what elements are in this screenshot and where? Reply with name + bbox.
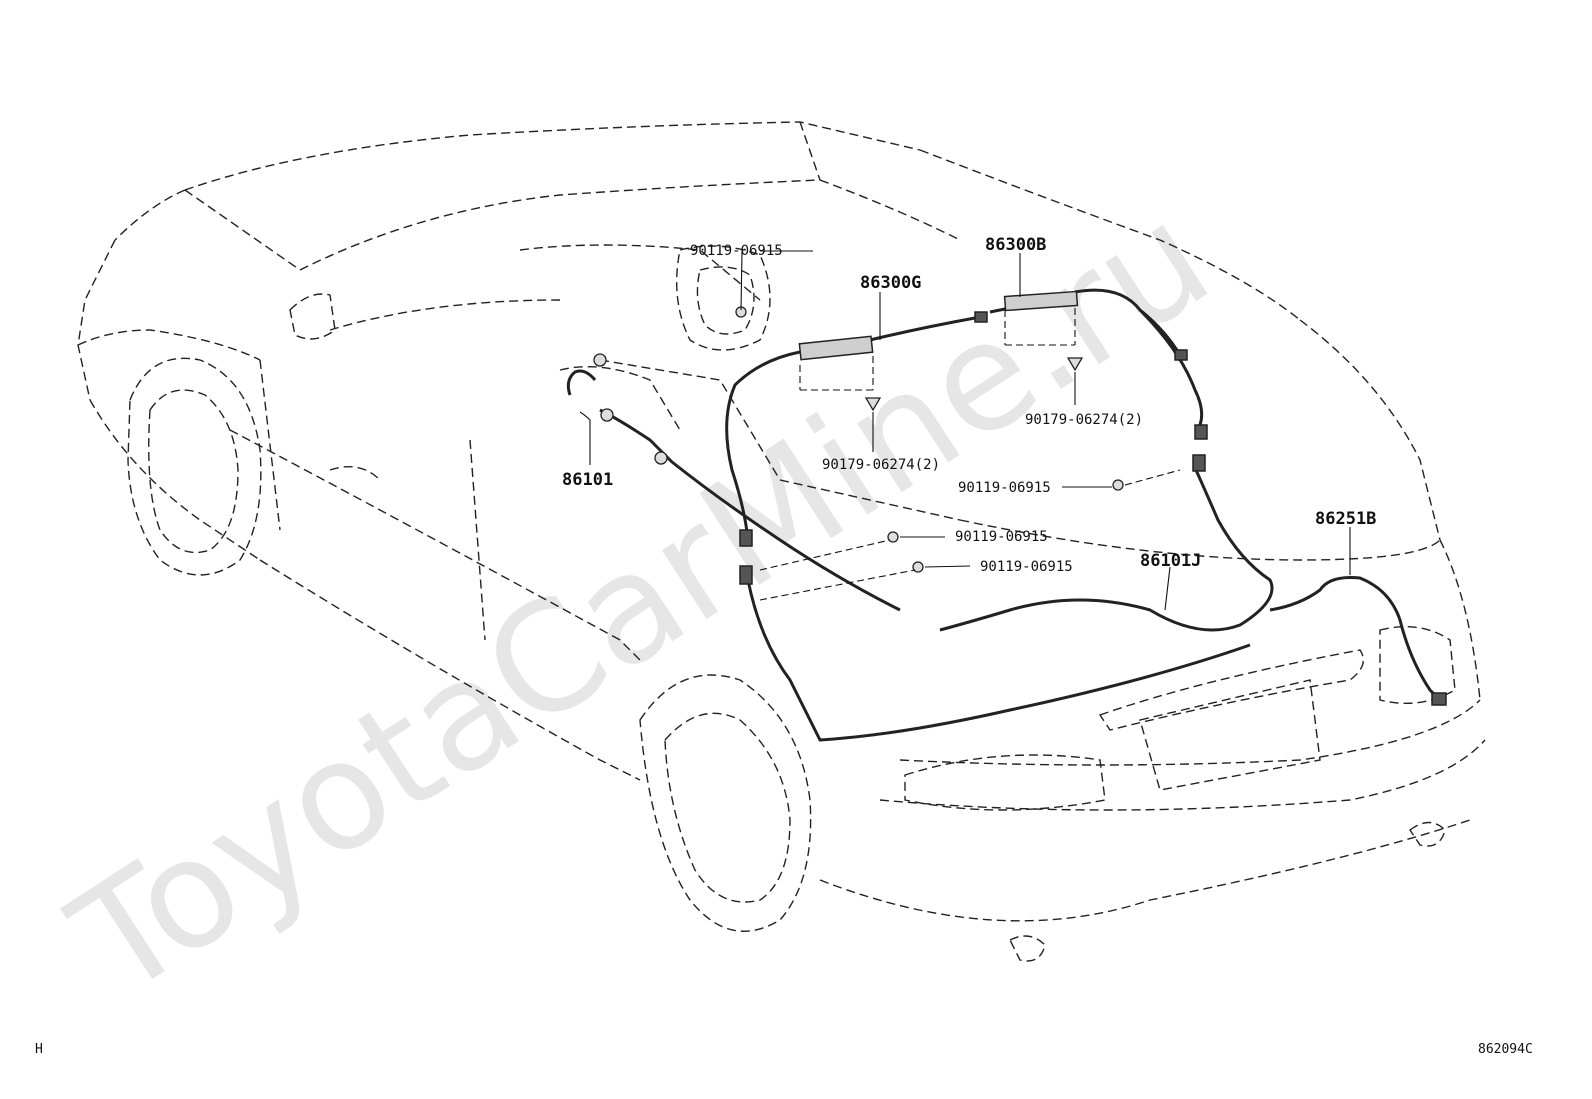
bolt-icon <box>1112 479 1124 491</box>
label-86251B: 86251B <box>1315 509 1376 529</box>
label-90179-06274-b: 90179-06274(2) <box>1025 412 1143 428</box>
label-90119-06915-d: 90119-06915 <box>980 559 1073 575</box>
fasteners <box>593 306 1124 573</box>
label-90179-06274-a: 90179-06274(2) <box>822 457 940 473</box>
leader-lines <box>579 250 1351 611</box>
label-86300B: 86300B <box>985 235 1046 255</box>
corner-label-left: H <box>35 1042 43 1057</box>
bolt-icon <box>912 561 924 573</box>
cables <box>566 288 1442 742</box>
antenna-modules <box>739 290 1447 706</box>
clip-icon <box>1066 357 1084 372</box>
label-90119-06915-a: 90119-06915 <box>690 243 783 259</box>
label-90119-06915-c: 90119-06915 <box>955 529 1048 545</box>
clip-icon <box>864 397 882 412</box>
label-86300G: 86300G <box>860 273 921 293</box>
module-86300G <box>798 335 874 361</box>
label-90119-06915-b: 90119-06915 <box>958 480 1051 496</box>
label-86101: 86101 <box>562 470 613 490</box>
label-86101J: 86101J <box>1140 551 1201 571</box>
part-labels: 86300B 86300G 86101 86101J 86251B 90119-… <box>562 235 1376 575</box>
module-86300B <box>1003 290 1079 312</box>
diagram-code: 862094C <box>1478 1042 1533 1057</box>
bolt-icon <box>887 531 899 543</box>
car-outline <box>77 121 1486 962</box>
